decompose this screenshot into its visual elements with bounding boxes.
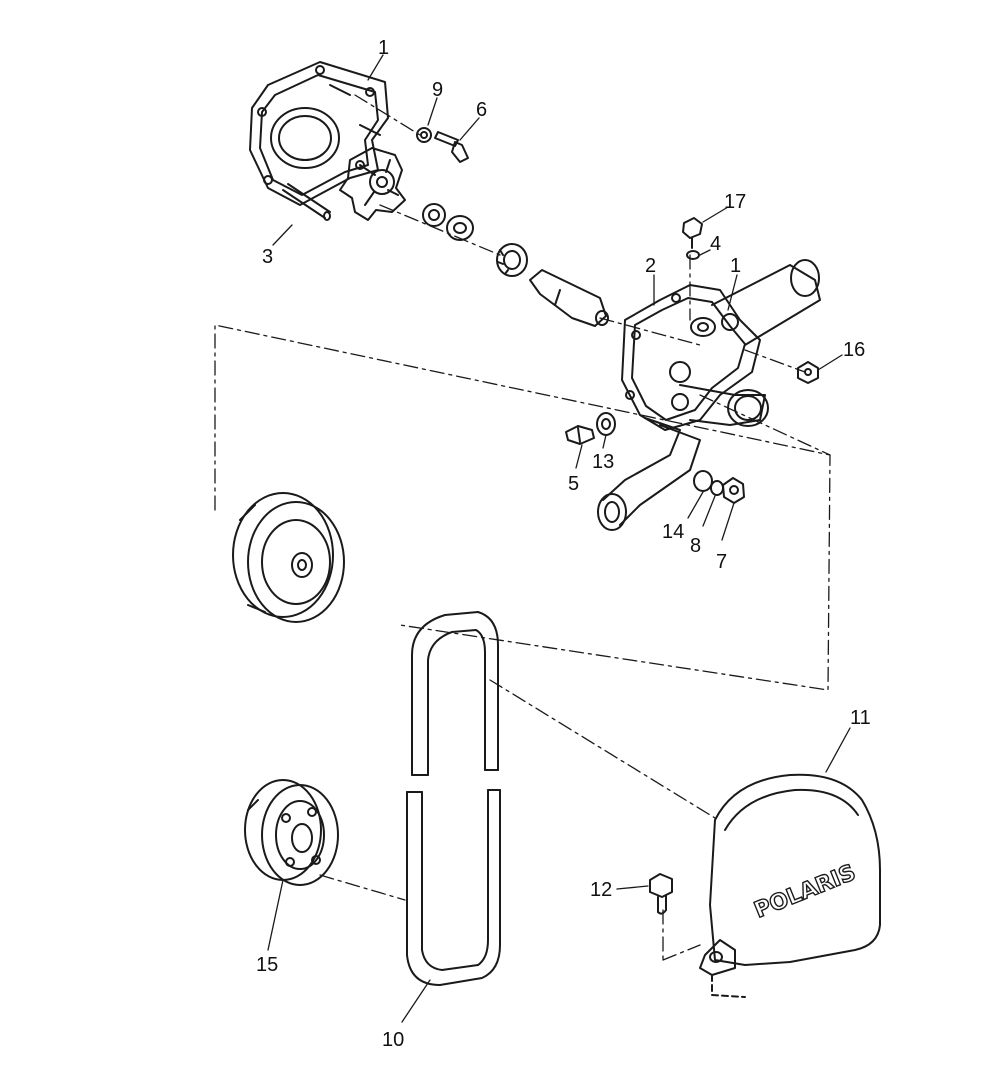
washer-9	[416, 127, 432, 143]
fitting-5	[565, 425, 595, 445]
callout-10: 10	[382, 1029, 405, 1051]
drive-gear	[496, 243, 528, 277]
polaris-logo: POLARIS	[751, 860, 859, 923]
callout-16: 16	[843, 339, 866, 361]
callout-1-housing: 1	[730, 255, 742, 277]
seal-ring-a	[422, 203, 446, 227]
callout-12: 12	[590, 879, 613, 901]
callout-1: 1	[378, 37, 390, 59]
nut-7	[722, 477, 745, 504]
washer-14	[693, 470, 713, 492]
bolt-17	[682, 217, 703, 249]
seal-ring-b	[446, 215, 474, 241]
assembly-lines	[214, 94, 831, 961]
callout-4: 4	[710, 233, 722, 255]
callout-13: 13	[592, 451, 615, 473]
pump-pulley	[232, 492, 345, 623]
callout-9: 9	[432, 79, 444, 101]
callout-2: 2	[645, 255, 657, 277]
lockwasher-8	[710, 480, 724, 496]
drive-belt	[406, 611, 501, 986]
pump-back-plate	[249, 61, 389, 221]
washer-13	[596, 412, 616, 436]
bolt-12	[649, 873, 673, 915]
washer-4	[686, 250, 700, 260]
callout-leaders	[267, 54, 851, 1023]
belt-cover	[699, 773, 881, 998]
callout-3: 3	[262, 246, 274, 268]
callout-14: 14	[662, 521, 685, 543]
impeller	[339, 147, 406, 221]
nut-16	[797, 361, 819, 384]
screw-6	[434, 131, 469, 163]
crank-pulley	[244, 779, 339, 886]
pump-shaft	[529, 269, 609, 327]
callout-8: 8	[690, 535, 702, 557]
callout-7: 7	[716, 551, 728, 573]
callout-15: 15	[256, 954, 279, 976]
callout-5: 5	[568, 473, 580, 495]
callout-17: 17	[724, 191, 747, 213]
pump-housing	[597, 259, 821, 531]
callout-6: 6	[476, 99, 488, 121]
callout-11: 11	[850, 707, 871, 729]
